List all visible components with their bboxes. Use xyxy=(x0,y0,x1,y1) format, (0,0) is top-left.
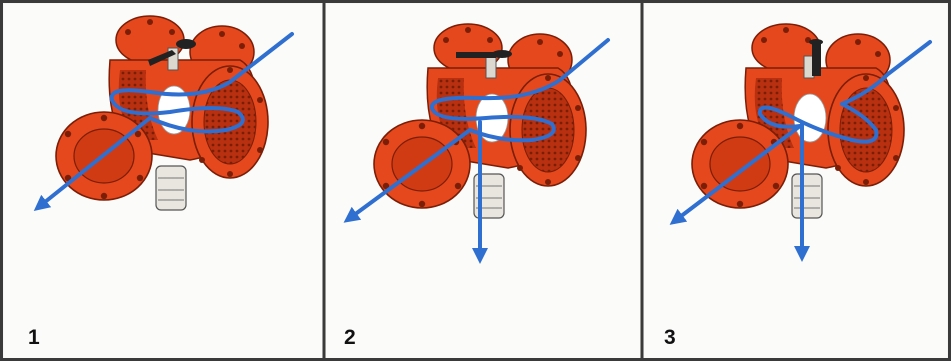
panel-number-3: 3 xyxy=(664,327,676,348)
panel-number-1: 1 xyxy=(28,327,40,348)
panel-number-2: 2 xyxy=(344,327,356,348)
